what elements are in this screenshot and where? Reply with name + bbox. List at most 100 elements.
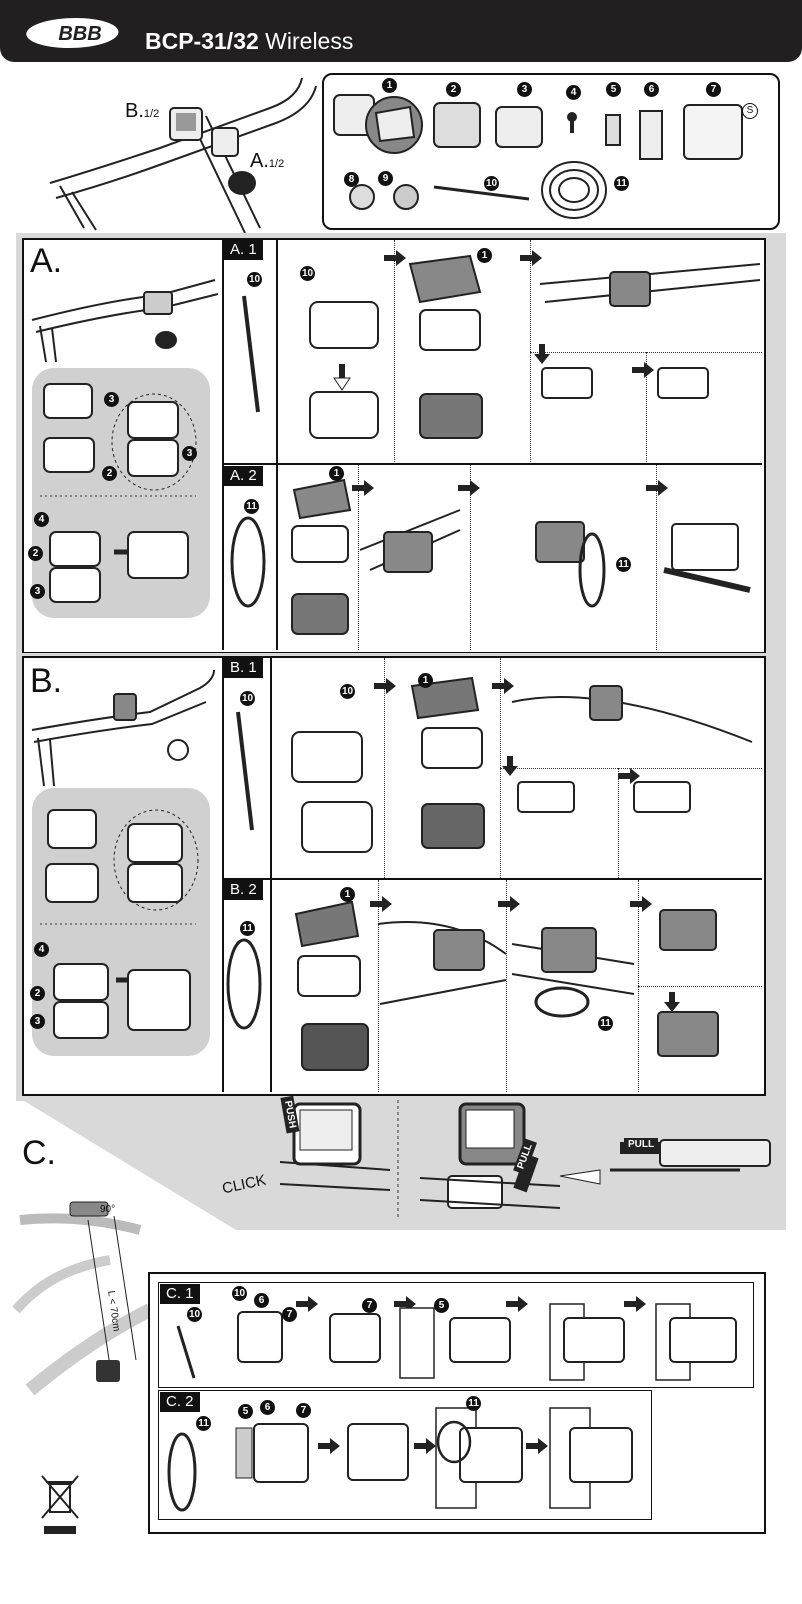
callout-a-3b: 3 <box>182 446 197 461</box>
step-c1-box <box>158 1282 754 1388</box>
part-number-4: 4 <box>566 85 581 100</box>
position-a-label: A.1/2 <box>250 150 285 172</box>
b2-panel-sep-4 <box>638 986 762 987</box>
b1-step-illustrations <box>291 676 753 853</box>
section-b-handlebar <box>31 669 215 787</box>
a2-panel-sep-3 <box>656 465 657 650</box>
callout-a2-11: 11 <box>244 499 259 514</box>
angle-label: 90° <box>100 1204 116 1215</box>
step-c1-tag: C. 1 <box>160 1284 200 1304</box>
a1-step-illustrations <box>309 250 761 439</box>
callout-b2-1: 1 <box>340 887 355 902</box>
b2-panel-sep-1 <box>378 880 379 1092</box>
part-number-2: 2 <box>446 82 461 97</box>
rubber-ring-icon <box>230 516 266 608</box>
model-name: BCP-31/32 <box>145 28 259 54</box>
a2-panel-sep-2 <box>470 465 471 650</box>
step-b2-tag: B. 2 <box>224 880 263 900</box>
section-b-letter: B. <box>30 662 63 700</box>
handlebar-overview-illustration <box>49 77 317 234</box>
section-b-divider <box>222 658 224 1092</box>
b1-panel-sep-1 <box>384 658 385 878</box>
callout-c1-6: 6 <box>254 1293 269 1308</box>
callout-a1-1: 1 <box>477 248 492 263</box>
part-number-9: 9 <box>378 171 393 186</box>
section-b-divider-2 <box>270 658 272 1092</box>
callout-c1-5: 5 <box>434 1298 449 1313</box>
callout-a1-10: 10 <box>247 272 262 287</box>
callout-a2-11b: 11 <box>616 557 631 572</box>
b1-panel-sep-3 <box>500 768 762 769</box>
parts-list-box: 1 2 3 4 5 6 7 8 9 10 11 S <box>322 73 780 230</box>
step-c2-box <box>158 1390 652 1520</box>
a1-panel-sep-4 <box>646 352 647 462</box>
step-a1-tag: A. 1 <box>224 240 263 260</box>
cable-tie-icon-c <box>176 1325 196 1379</box>
part-number-6: 6 <box>644 82 659 97</box>
b2-step-illustrations <box>294 896 719 1071</box>
c1-step-illustrations <box>237 1296 737 1381</box>
bbb-logo: BBB <box>26 18 119 48</box>
model-subtitle: Wireless <box>265 28 354 54</box>
part-number-5: 5 <box>606 82 621 97</box>
callout-c2-11: 11 <box>196 1416 211 1431</box>
callout-a-2b: 2 <box>28 546 43 561</box>
step-a2-tag: A. 2 <box>224 466 263 486</box>
section-a-assembly-illustration <box>40 383 197 603</box>
step-b1-tag: B. 1 <box>224 658 263 678</box>
fork-sensor-illustration <box>12 1201 154 1396</box>
rubber-ring-icon-b <box>226 938 262 1030</box>
callout-c1-7: 7 <box>282 1307 297 1322</box>
a1-panel-sep-1 <box>394 240 395 462</box>
callout-c1-10: 10 <box>187 1307 202 1322</box>
section-a-row-divider <box>222 463 762 465</box>
cable-tie-icon-b <box>236 711 254 831</box>
weee-crossed-bin-icon <box>41 1475 79 1534</box>
part-number-8: 8 <box>344 172 359 187</box>
s-mark: S <box>742 103 758 119</box>
callout-c1-10b: 10 <box>232 1286 247 1301</box>
part-number-10: 10 <box>484 176 499 191</box>
callout-a-2a: 2 <box>102 466 117 481</box>
parts-illustrations <box>333 94 743 219</box>
section-a-divider-2 <box>276 240 278 650</box>
callout-b-3: 3 <box>30 1014 45 1029</box>
callout-c2-11b: 11 <box>466 1396 481 1411</box>
pull-label-side: PULL <box>624 1138 659 1151</box>
part-number-11: 11 <box>614 176 629 191</box>
part-number-1: 1 <box>382 78 397 93</box>
a1-panel-sep-2 <box>530 240 531 462</box>
section-b-row-divider <box>222 878 762 880</box>
section-a-handlebar <box>31 279 219 363</box>
part-number-7: 7 <box>706 82 721 97</box>
section-c-band <box>16 1096 786 1230</box>
callout-b2-11: 11 <box>240 921 255 936</box>
callout-a1-10b: 10 <box>300 266 315 281</box>
section-a-letter: A. <box>30 242 63 280</box>
step-c2-tag: C. 2 <box>160 1392 200 1412</box>
callout-a-4: 4 <box>34 512 49 527</box>
c2-step-illustrations <box>235 1407 633 1509</box>
callout-a2-1: 1 <box>329 466 344 481</box>
callout-b1-10: 10 <box>240 691 255 706</box>
callout-c2-6: 6 <box>260 1400 275 1415</box>
callout-a-3c: 3 <box>30 584 45 599</box>
part-number-3: 3 <box>517 82 532 97</box>
a2-step-illustrations <box>291 478 751 635</box>
section-b-assembly-illustration <box>40 809 199 1039</box>
callout-b1-1: 1 <box>418 673 433 688</box>
page-title: BCP-31/32 Wireless <box>145 28 353 55</box>
computer-mount-illustration <box>279 1100 771 1220</box>
callout-a-3a: 3 <box>104 392 119 407</box>
callout-b2-11b: 11 <box>598 1016 613 1031</box>
callout-c2-7: 7 <box>296 1403 311 1418</box>
callout-b-4: 4 <box>34 942 49 957</box>
header-bar: BBB BCP-31/32 Wireless <box>0 0 802 62</box>
b2-panel-sep-2 <box>506 880 507 1092</box>
a2-panel-sep-1 <box>358 465 359 650</box>
section-a-divider <box>222 240 224 650</box>
rubber-ring-icon-c <box>167 1432 197 1512</box>
position-b-label: B.1/2 <box>125 100 160 122</box>
section-c-letter: C. <box>22 1134 56 1172</box>
callout-b1-10b: 10 <box>340 684 355 699</box>
